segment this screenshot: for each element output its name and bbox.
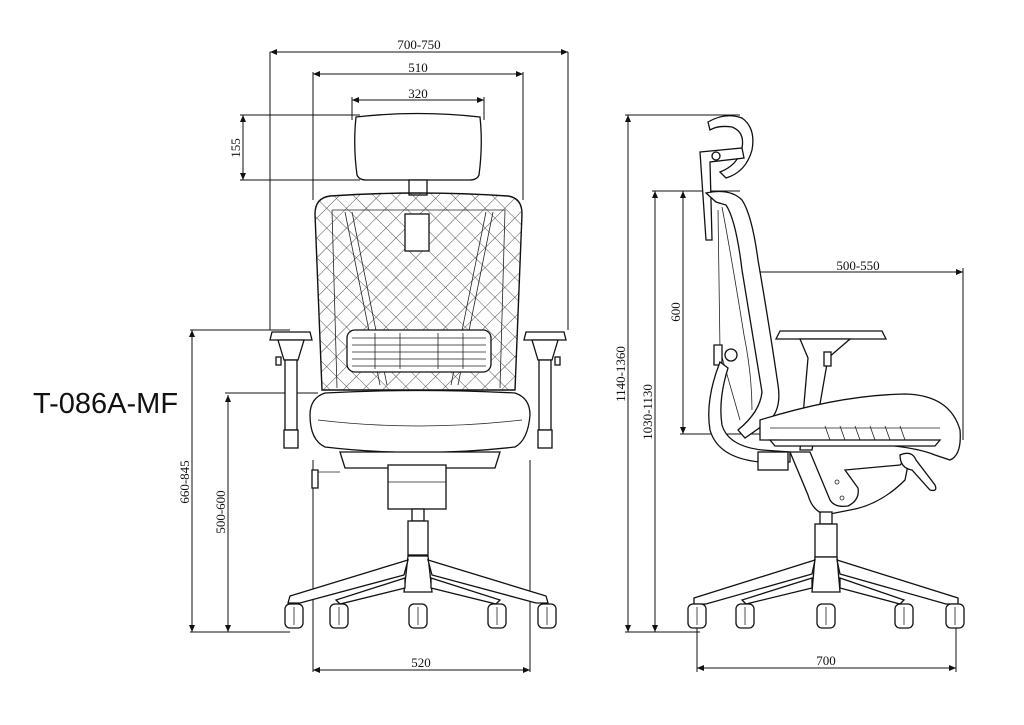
dim-headrest-height: 155: [228, 114, 360, 181]
casters-front: [284, 603, 557, 629]
front-view: 700-750 510 320 155 660-845: [177, 37, 569, 673]
dim-overall-height: 1140-1360: [613, 114, 740, 633]
star-base: [287, 555, 549, 605]
seat: [309, 389, 531, 454]
lumbar-support: [346, 329, 492, 373]
dim-base-depth: 700: [696, 620, 957, 672]
dim-headrest-width: 320: [351, 86, 485, 120]
dim-base-width: 520: [312, 460, 531, 673]
svg-text:320: 320: [408, 86, 428, 101]
dim-backrest-top-height: 1030-1130: [640, 190, 740, 632]
headrest: [354, 112, 482, 181]
dim-seat-height: 500-600: [213, 392, 318, 632]
headrest-bracket: [699, 147, 745, 241]
gas-lift-side: [814, 523, 838, 558]
svg-text:500-550: 500-550: [836, 258, 879, 273]
mechanism-side: [789, 451, 912, 516]
dim-armrest-height: 660-845: [177, 329, 290, 633]
headrest-side: [707, 115, 754, 179]
seat-slats: [824, 425, 906, 441]
svg-text:155: 155: [228, 138, 243, 158]
dim-back-width: 510: [312, 60, 524, 200]
svg-text:1030-1130: 1030-1130: [640, 384, 655, 440]
gas-lift-top: [411, 508, 425, 522]
tilt-lever: [899, 452, 937, 492]
svg-text:660-845: 660-845: [177, 460, 192, 503]
side-view: 1140-1360 1030-1130 600 500-550 700: [613, 114, 965, 672]
model-label: T-086A-MF: [33, 388, 178, 420]
seat-mechanism: [339, 451, 501, 469]
side-frame: [708, 360, 791, 463]
svg-text:700: 700: [816, 653, 836, 668]
gas-lift: [407, 520, 429, 556]
mechanism-box: [387, 464, 447, 510]
svg-text:500-600: 500-600: [213, 490, 228, 533]
svg-text:510: 510: [408, 60, 428, 75]
star-base-side: [693, 556, 959, 605]
dim-overall-width: 700-750: [269, 37, 569, 330]
svg-text:1140-1360: 1140-1360: [613, 346, 628, 402]
armrest-side: [774, 330, 888, 340]
left-armrest: [269, 331, 313, 449]
svg-text:520: 520: [411, 655, 431, 670]
casters-side: [687, 603, 965, 629]
svg-text:700-750: 700-750: [397, 37, 440, 52]
right-armrest: [523, 331, 567, 449]
seat-side: [759, 393, 961, 461]
back-adjust-clip: [404, 213, 430, 252]
dim-seat-depth: 500-550: [757, 258, 964, 440]
back-pivot: [724, 348, 738, 362]
svg-text:600: 600: [668, 302, 683, 322]
